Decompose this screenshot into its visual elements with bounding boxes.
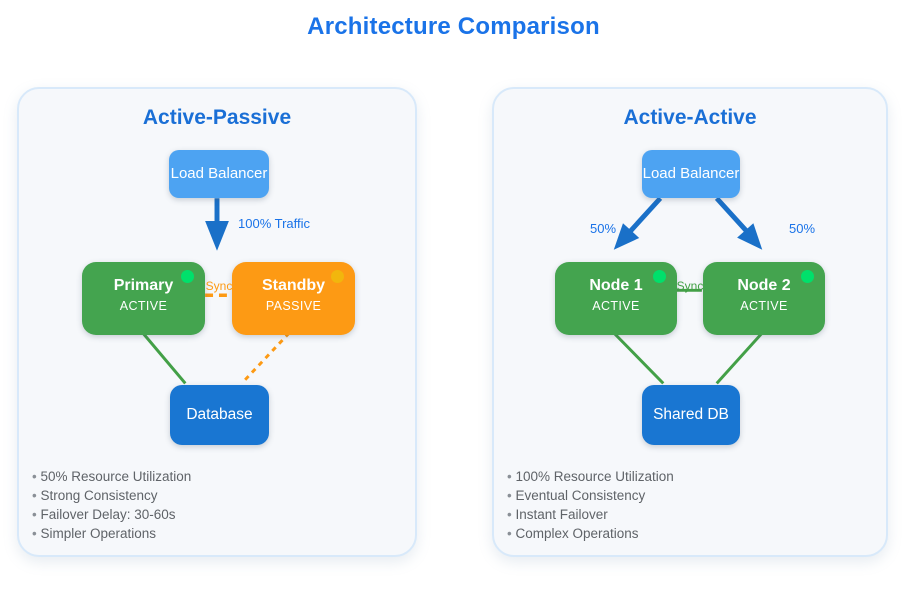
standby-node-status: PASSIVE <box>265 299 322 313</box>
note-item: Instant Failover <box>507 505 674 524</box>
traffic-arrow-left-head <box>613 223 640 250</box>
page-title: Architecture Comparison <box>307 13 600 40</box>
note-item: 100% Resource Utilization <box>507 467 673 486</box>
active-active-heading: Active-Active <box>623 106 757 129</box>
node2: Node 2 ACTIVE <box>703 262 825 335</box>
active-passive-connectors <box>141 198 291 385</box>
load-balancer-node: Load Balancer <box>642 150 740 198</box>
standby-db-dashed-line <box>240 331 291 385</box>
active-status-dot <box>653 270 666 283</box>
shared-db-node: Shared DB <box>642 385 740 445</box>
sync-label: Sync <box>205 279 233 293</box>
traffic-arrow-head <box>205 221 229 251</box>
traffic-right-label: 50% <box>788 221 816 236</box>
primary-db-line <box>141 331 187 385</box>
active-active-connectors <box>612 196 764 385</box>
node1: Node 1 ACTIVE <box>555 262 677 335</box>
primary-node-name: Primary <box>113 277 174 294</box>
note-item: Simpler Operations <box>32 524 191 543</box>
active-active-panel: Active-Active Load Balancer 50% 50% Node… <box>492 87 888 557</box>
active-status-dot <box>801 270 814 283</box>
node2-db-line <box>715 331 764 385</box>
passive-status-dot <box>331 270 344 283</box>
node1-status: ACTIVE <box>592 299 640 313</box>
traffic-arrow-right-shaft <box>714 196 749 233</box>
load-balancer-node: Load Balancer <box>169 150 269 198</box>
database-node: Database <box>170 385 269 445</box>
active-passive-panel: Active-Passive Load Balancer 100% Traffi… <box>17 87 417 557</box>
standby-node-name: Standby <box>261 277 326 294</box>
node2-name: Node 2 <box>737 277 791 294</box>
traffic-label: 100% Traffic <box>238 216 311 231</box>
note-item: Failover Delay: 30-60s <box>32 505 191 524</box>
standby-node: Standby PASSIVE <box>232 262 355 335</box>
node2-status: ACTIVE <box>740 299 788 313</box>
traffic-arrow-left-shaft <box>628 196 663 233</box>
primary-node: Primary ACTIVE <box>82 262 205 335</box>
node1-name: Node 1 <box>589 277 643 294</box>
note-item: 50% Resource Utilization <box>32 467 191 486</box>
active-active-notes: 100% Resource Utilization Eventual Consi… <box>507 467 674 543</box>
active-status-dot <box>181 270 194 283</box>
traffic-left-label: 50% <box>589 221 617 236</box>
note-item: Eventual Consistency <box>507 486 674 505</box>
note-item: Strong Consistency <box>32 486 191 505</box>
sync-label: Sync <box>676 279 704 293</box>
note-item: Complex Operations <box>507 524 674 543</box>
active-passive-notes: 50% Resource Utilization Strong Consiste… <box>32 467 191 543</box>
primary-node-status: ACTIVE <box>119 299 168 313</box>
traffic-arrow-right-head <box>737 223 763 250</box>
node1-db-line <box>612 331 665 385</box>
active-passive-heading: Active-Passive <box>142 106 292 129</box>
